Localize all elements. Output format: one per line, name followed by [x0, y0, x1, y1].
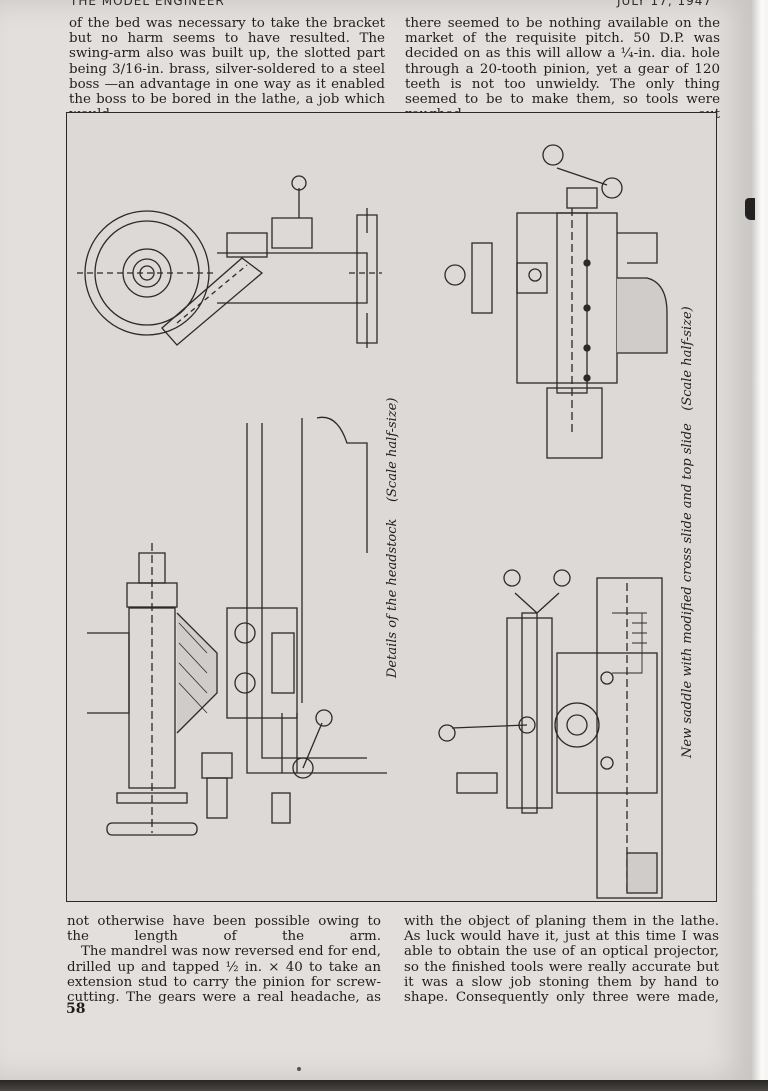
- paragraph: with the object of planing them in the l…: [404, 914, 719, 1006]
- paragraph: not otherwise have been possible owing t…: [67, 914, 381, 945]
- saddle-top-drawing: [444, 144, 668, 459]
- page-number: 58: [66, 1001, 86, 1017]
- paragraph: The mandrel was now reversed end for end…: [67, 944, 381, 1006]
- page-edge-bottom: [0, 1080, 768, 1091]
- saddle-scale-text: (Scale half-size): [680, 306, 695, 411]
- magazine-page: THE MODEL ENGINEER JULY 17, 1947 of the …: [0, 0, 754, 1080]
- header-title: THE MODEL ENGINEER: [70, 0, 225, 8]
- paragraph: of the bed was necessary to take the bra…: [69, 16, 385, 122]
- headstock-drawing: [87, 416, 387, 836]
- page-tear-mark: [745, 198, 755, 220]
- running-header: THE MODEL ENGINEER JULY 17, 1947: [70, 0, 712, 8]
- headstock-caption-text: Details of the headstock: [385, 518, 400, 678]
- saddle-front-drawing: [438, 569, 663, 899]
- text-column-top-right: there seemed to be nothing available on …: [405, 16, 720, 122]
- print-speck: [297, 1067, 301, 1071]
- text-column-bottom-right: with the object of planing them in the l…: [404, 914, 719, 1005]
- saddle-caption: New saddle with modified cross slide and…: [680, 306, 695, 758]
- saddle-caption-text: New saddle with modified cross slide and…: [680, 423, 695, 758]
- drawing-svg: [77, 144, 668, 899]
- headstock-caption: Details of the headstock (Scale half-siz…: [385, 398, 400, 678]
- page-edge-right: [752, 0, 768, 1091]
- technical-drawing: Details of the headstock (Scale half-siz…: [66, 112, 717, 902]
- paragraph: there seemed to be nothing available on …: [405, 16, 720, 122]
- text-column-bottom-left: not otherwise have been possible owing t…: [67, 914, 381, 1005]
- header-date: JULY 17, 1947: [617, 0, 712, 8]
- headstock-scale-text: (Scale half-size): [385, 397, 400, 503]
- swing-arm-drawing: [77, 175, 382, 348]
- text-column-top-left: of the bed was necessary to take the bra…: [69, 16, 385, 122]
